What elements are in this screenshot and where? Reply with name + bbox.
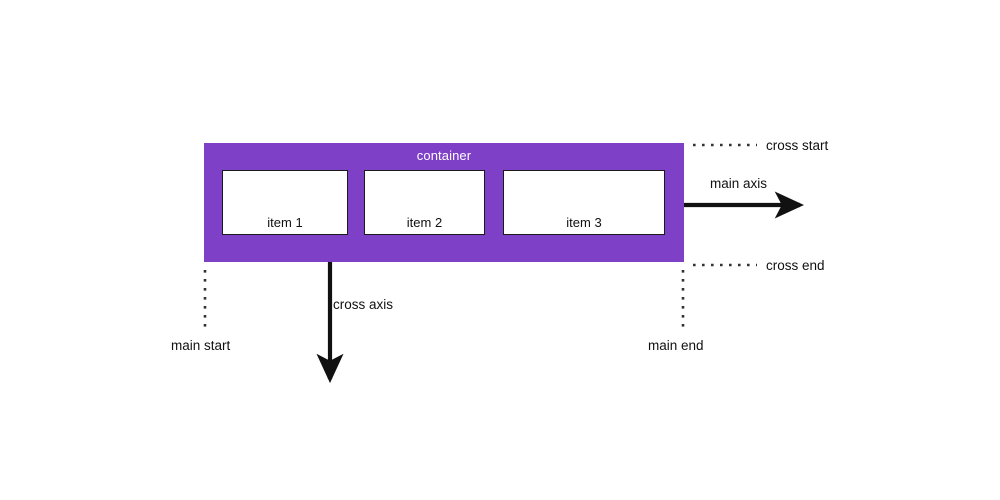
- flex-item-1: item 1: [222, 170, 348, 235]
- main-start-label: main start: [171, 338, 231, 353]
- main-axis-label: main axis: [710, 176, 768, 191]
- flex-item-2: item 2: [364, 170, 485, 235]
- flex-item-3-label: item 3: [566, 215, 602, 230]
- main-end-label: main end: [648, 338, 704, 353]
- flex-item-2-label: item 2: [406, 215, 443, 230]
- cross-start-label: cross start: [766, 138, 829, 153]
- cross-end-label: cross end: [766, 258, 825, 273]
- flex-item-1-label: item 1: [267, 215, 303, 230]
- flex-item-3: item 3: [503, 170, 665, 235]
- container-label: container: [416, 148, 472, 163]
- cross-axis-label: cross axis: [333, 297, 394, 312]
